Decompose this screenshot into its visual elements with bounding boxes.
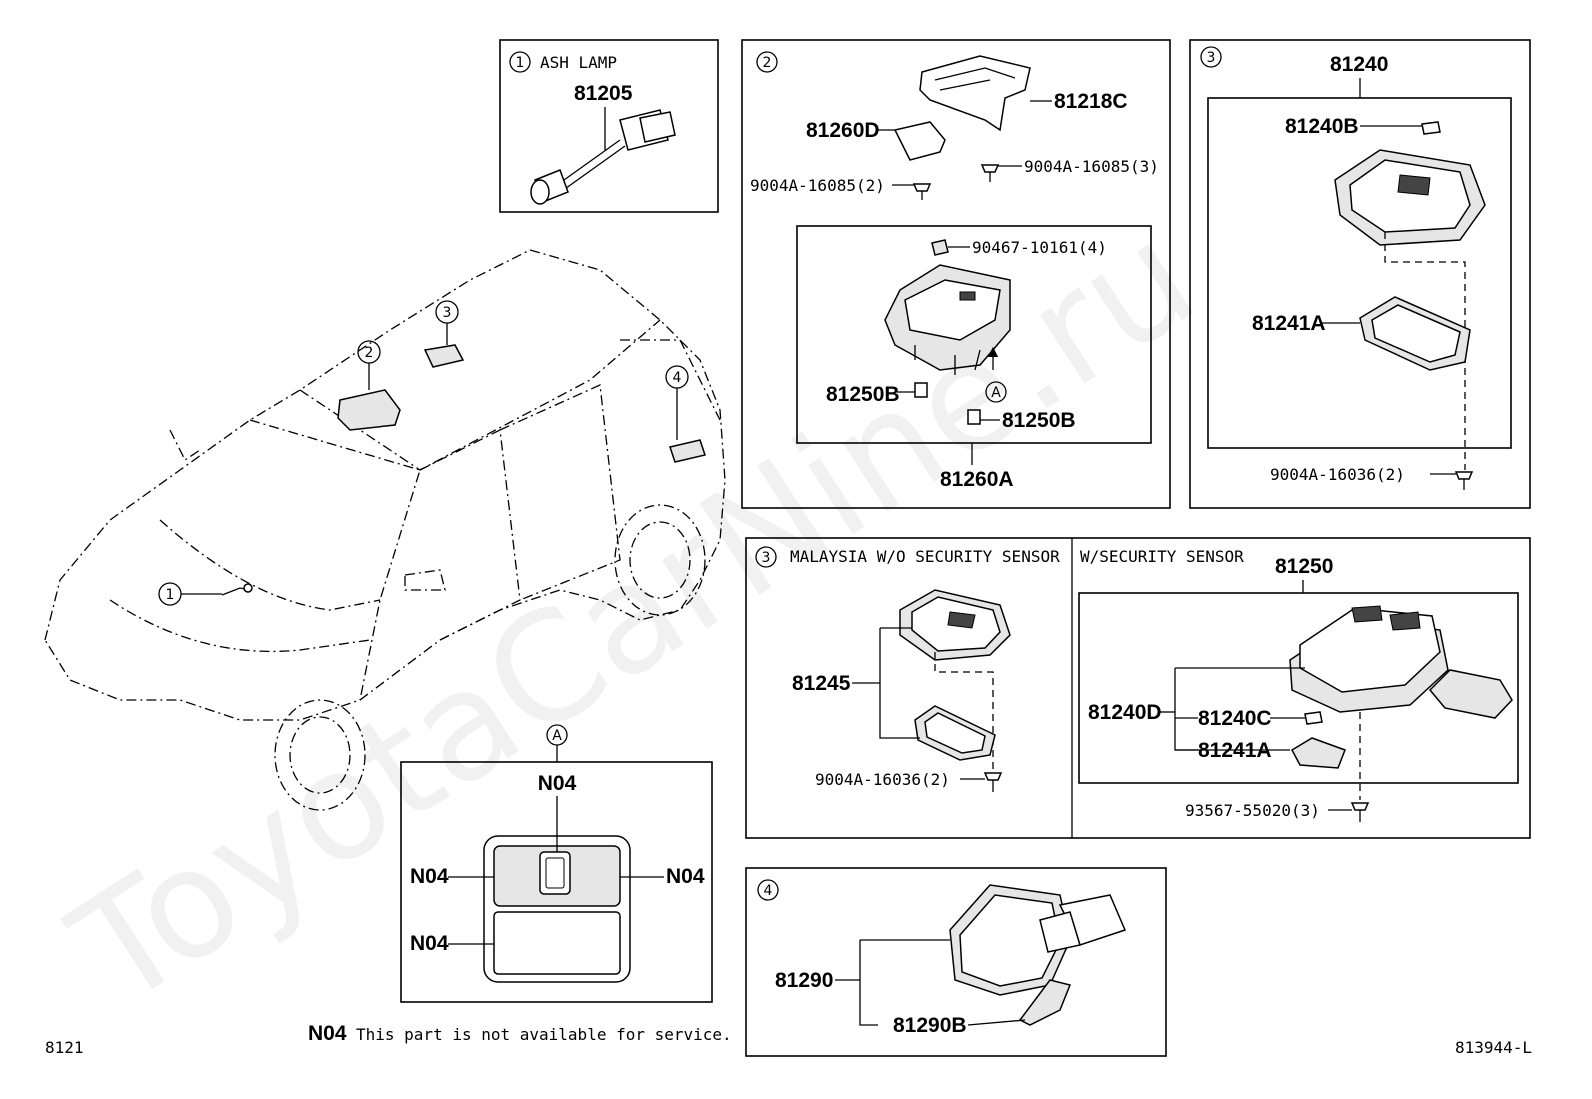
vehicle-part-luggage-lamp (669, 439, 706, 463)
svg-text:81241A: 81241A (1252, 312, 1326, 335)
svg-text:81250B: 81250B (826, 383, 900, 406)
screw (1350, 802, 1370, 822)
vehicle-callout-2: 2 (357, 340, 381, 390)
footer-right-code: 813944-L (1455, 1038, 1532, 1057)
svg-text:MALAYSIA W/O SECURITY SENSOR: MALAYSIA W/O SECURITY SENSOR (790, 547, 1060, 566)
svg-text:1: 1 (516, 55, 525, 71)
panel-room-lamp: 2 81218C 81260D 9004A-16085(3) 9004A-160… (741, 39, 1171, 509)
svg-text:3: 3 (443, 305, 452, 321)
vehicle-outline (44, 249, 726, 811)
svg-text:2: 2 (365, 345, 374, 361)
svg-text:90467-10161(4): 90467-10161(4) (972, 238, 1107, 257)
svg-text:4: 4 (673, 370, 682, 386)
svg-text:4: 4 (764, 883, 773, 899)
svg-text:W/SECURITY SENSOR: W/SECURITY SENSOR (1080, 547, 1244, 566)
panel-map-lamp-variants: 3 MALAYSIA W/O SECURITY SENSOR 81245 900… (745, 537, 1531, 839)
svg-text:81205: 81205 (574, 82, 633, 105)
footer-left-code: 8121 (45, 1038, 84, 1057)
footer-note-text: This part is not available for service. (356, 1025, 732, 1044)
svg-text:3: 3 (762, 550, 771, 566)
svg-text:9004A-16036(2): 9004A-16036(2) (815, 770, 950, 789)
svg-text:81260A: 81260A (940, 468, 1014, 491)
svg-text:N04: N04 (410, 932, 449, 955)
screw (1454, 471, 1474, 490)
svg-text:3: 3 (1207, 50, 1216, 66)
svg-text:81240: 81240 (1330, 53, 1388, 76)
panel-luggage-lamp: 4 81290 81290B (745, 867, 1167, 1057)
svg-text:81290: 81290 (775, 969, 833, 992)
vehicle-callout-1: 1 (158, 582, 222, 606)
svg-text:2: 2 (763, 55, 772, 71)
svg-text:93567-55020(3): 93567-55020(3) (1185, 801, 1320, 820)
svg-text:81260D: 81260D (806, 119, 880, 142)
svg-text:81250B: 81250B (1002, 409, 1076, 432)
svg-text:A: A (552, 728, 562, 744)
svg-text:A: A (991, 385, 1001, 401)
panel-ash-lamp: 1 ASH LAMP 81205 (499, 39, 719, 213)
svg-text:N04: N04 (666, 865, 705, 888)
svg-text:N04: N04 (538, 772, 577, 795)
svg-text:81240B: 81240B (1285, 115, 1359, 138)
svg-text:81241A: 81241A (1198, 739, 1272, 762)
svg-text:81240C: 81240C (1198, 707, 1272, 730)
svg-text:N04: N04 (410, 865, 449, 888)
screw (912, 183, 932, 200)
vehicle-callout-4: 4 (665, 365, 689, 440)
vehicle-part-map-lamp (423, 344, 465, 368)
svg-text:9004A-16085(3): 9004A-16085(3) (1024, 157, 1159, 176)
screw (983, 772, 1003, 792)
svg-text:81245: 81245 (792, 672, 851, 695)
svg-text:81290B: 81290B (893, 1014, 967, 1037)
svg-text:9004A-16036(2): 9004A-16036(2) (1270, 465, 1405, 484)
room-lamp-assembly (884, 264, 1011, 375)
vehicle-callout-3: 3 (435, 300, 459, 345)
svg-text:1: 1 (166, 587, 175, 603)
vehicle-part-room-lamp (337, 389, 401, 431)
svg-text:9004A-16085(2): 9004A-16085(2) (750, 176, 885, 195)
svg-text:81240D: 81240D (1088, 701, 1162, 724)
screw (980, 164, 1000, 182)
vehicle-part-ash-lamp (221, 583, 253, 596)
panel-map-lamp: 3 81240 81240B 81241A 9004A-16036(2) (1189, 39, 1531, 509)
svg-text:81250: 81250 (1275, 555, 1333, 578)
svg-text:81218C: 81218C (1054, 90, 1128, 113)
svg-text:ASH LAMP: ASH LAMP (540, 53, 617, 72)
footer-note-code: N04 (308, 1022, 347, 1045)
view-a-panel: A N04 N04 N04 N04 (400, 724, 713, 1003)
